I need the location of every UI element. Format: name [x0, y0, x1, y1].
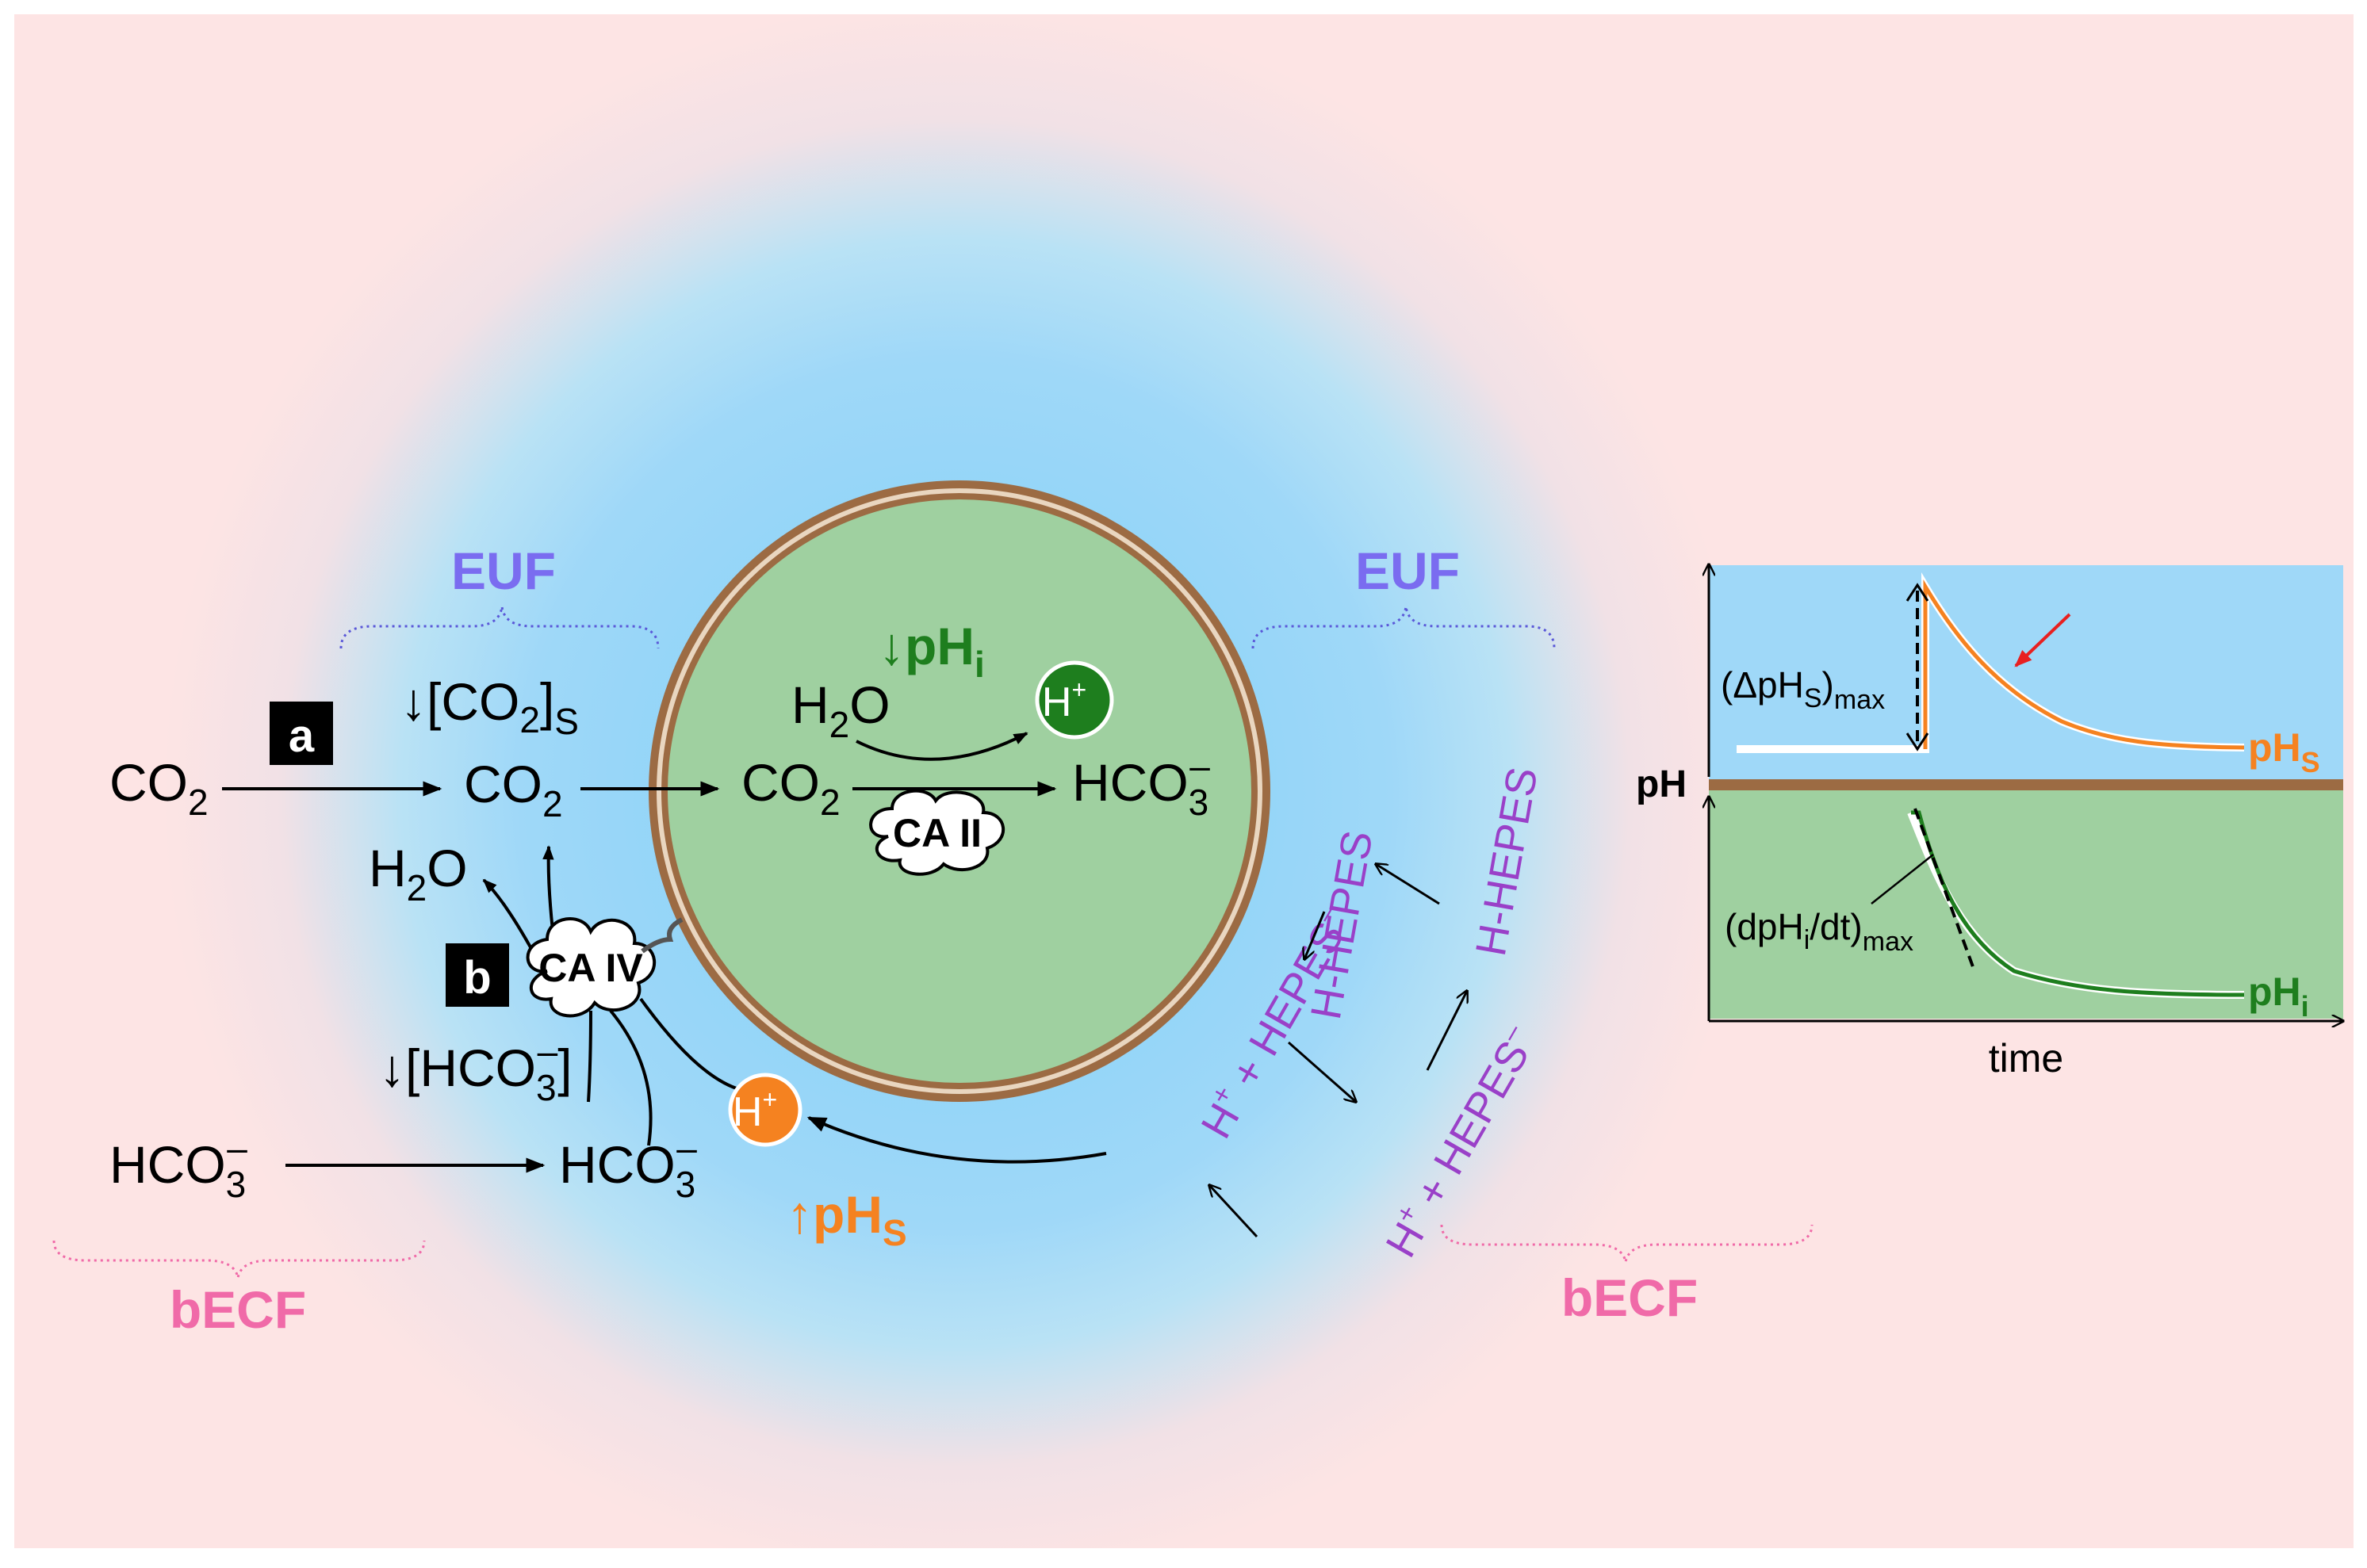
h-ion-intracellular-label: H+ [1042, 675, 1086, 725]
ca4-enzyme-cloud [526, 917, 684, 1018]
ca4-label: CA IV [538, 946, 643, 990]
h-to-ca4-line [639, 997, 742, 1092]
inset-x-axis-label: time [1989, 1036, 2063, 1080]
hco3-cell-label: HCO3– [1072, 745, 1210, 823]
h2o-euf-label: H2O [369, 839, 468, 908]
euf-brace-right [1251, 606, 1556, 649]
co2-surface-conc-label: ↓[CO2]S [400, 672, 579, 742]
label-box-b [446, 943, 509, 1007]
hco3-euf-label: HCO3– [559, 1127, 697, 1205]
inset-y-axis-label: pH [1636, 763, 1687, 805]
phs-increase-label: ↑pHS [787, 1185, 907, 1253]
red-slope-arrow [2014, 613, 2071, 667]
hepes-arrow-right [1426, 991, 1467, 1071]
inset-membrane-band [1709, 779, 2343, 790]
h2o-reaction-arrow [856, 732, 1028, 761]
co2-becf-label: CO2 [109, 753, 209, 823]
phs-trace-label: pHS [2248, 725, 2320, 778]
label-b: b [463, 952, 491, 1004]
hepes-arrow-left [1304, 911, 1326, 959]
label-a: a [289, 710, 315, 762]
ca4-lower-line [587, 1010, 592, 1103]
co2-euf-label: CO2 [464, 755, 563, 824]
hco3-surface-conc-label: ↓[HCO3–] [379, 1031, 573, 1108]
ca2-enzyme-cloud [869, 789, 1005, 876]
h2o-cell-label: H2O [791, 675, 890, 745]
ca2-label: CA II [893, 811, 982, 855]
proton-release-arrow [806, 1116, 1107, 1164]
label-box-a [270, 702, 333, 765]
hepes-arrow-mid [1288, 1041, 1356, 1102]
phi-decrease-label: ↓pHi [879, 617, 985, 685]
delta-phs-arrowhead-bottom [1905, 732, 1929, 751]
h-ion-surface [728, 1073, 802, 1147]
becf-label-left: bECF [170, 1280, 306, 1339]
euf-label-right: EUF [1355, 541, 1460, 600]
inset-intracellular-panel [1709, 789, 2343, 1019]
dphi-dt-max-label: (dpHi/dt)max [1725, 906, 1913, 957]
hepes-arrow-top [1376, 864, 1440, 905]
hepes-arrow-bottom [1209, 1185, 1258, 1238]
co2-cell-label: CO2 [741, 753, 841, 823]
hco3-to-ca4-line [609, 1009, 653, 1146]
inset-graph: pH time (ΔpHS)max pHS (dpHi/dt)max pHi [1636, 564, 2343, 1080]
phi-slope-leader [1871, 854, 1934, 904]
phi-trace-label: pHi [2248, 969, 2309, 1023]
h-ion-surface-label: H+ [733, 1085, 777, 1135]
becf-label-right: bECF [1561, 1268, 1698, 1327]
delta-phs-max-label: (ΔpHS)max [1721, 664, 1885, 715]
delta-phs-arrowhead-top [1905, 583, 1929, 602]
phi-slope-tangent [1913, 808, 1976, 972]
phs-trace [1923, 579, 2245, 750]
euf-label-left: EUF [451, 541, 556, 600]
h-ion-intracellular [1035, 660, 1114, 740]
hco3-becf-label: HCO3– [109, 1127, 247, 1205]
